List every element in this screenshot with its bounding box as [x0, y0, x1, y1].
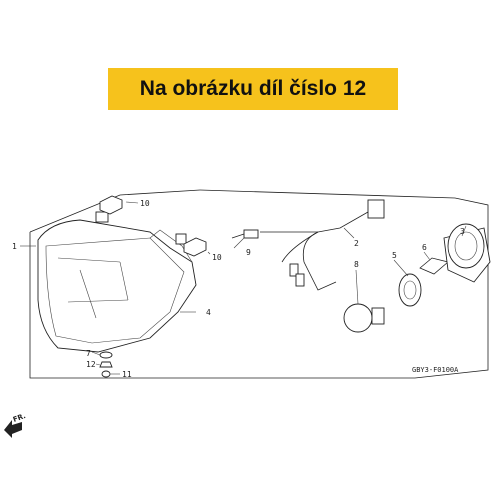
callout-5: 5	[392, 251, 397, 260]
spring-clip	[419, 257, 449, 275]
leader-lines	[20, 201, 467, 375]
callout-3: 3	[460, 227, 465, 236]
callout-1: 1	[12, 242, 17, 251]
bulb-and-socket	[343, 273, 422, 333]
callout-labels: 1 2 3 4 5 6 7 8 9 10 10 11 12	[12, 199, 465, 379]
headlight-housing	[37, 211, 197, 353]
callout-9: 9	[246, 248, 251, 257]
callout-11: 11	[122, 370, 132, 379]
fastener-stack	[99, 351, 113, 378]
callout-7: 7	[86, 349, 91, 358]
banner-text: Na obrázku díl číslo 12	[139, 77, 367, 100]
wire-harness	[231, 199, 385, 291]
callout-10-upper: 10	[140, 199, 150, 208]
callout-8: 8	[354, 260, 359, 269]
callout-12: 12	[86, 360, 96, 369]
callout-10-lower: 10	[212, 253, 222, 262]
dust-cover	[443, 223, 491, 283]
callout-4: 4	[206, 308, 211, 317]
drawing-code: GBY3-F0100A	[412, 366, 459, 374]
callout-2: 2	[354, 239, 359, 248]
assembly-frame	[29, 189, 489, 379]
front-label: FR.	[12, 412, 27, 424]
clip-parts	[99, 195, 207, 257]
callout-6: 6	[422, 243, 427, 252]
front-direction-arrow: FR.	[4, 412, 27, 438]
part-number-banner: Na obrázku díl číslo 12	[108, 68, 398, 110]
